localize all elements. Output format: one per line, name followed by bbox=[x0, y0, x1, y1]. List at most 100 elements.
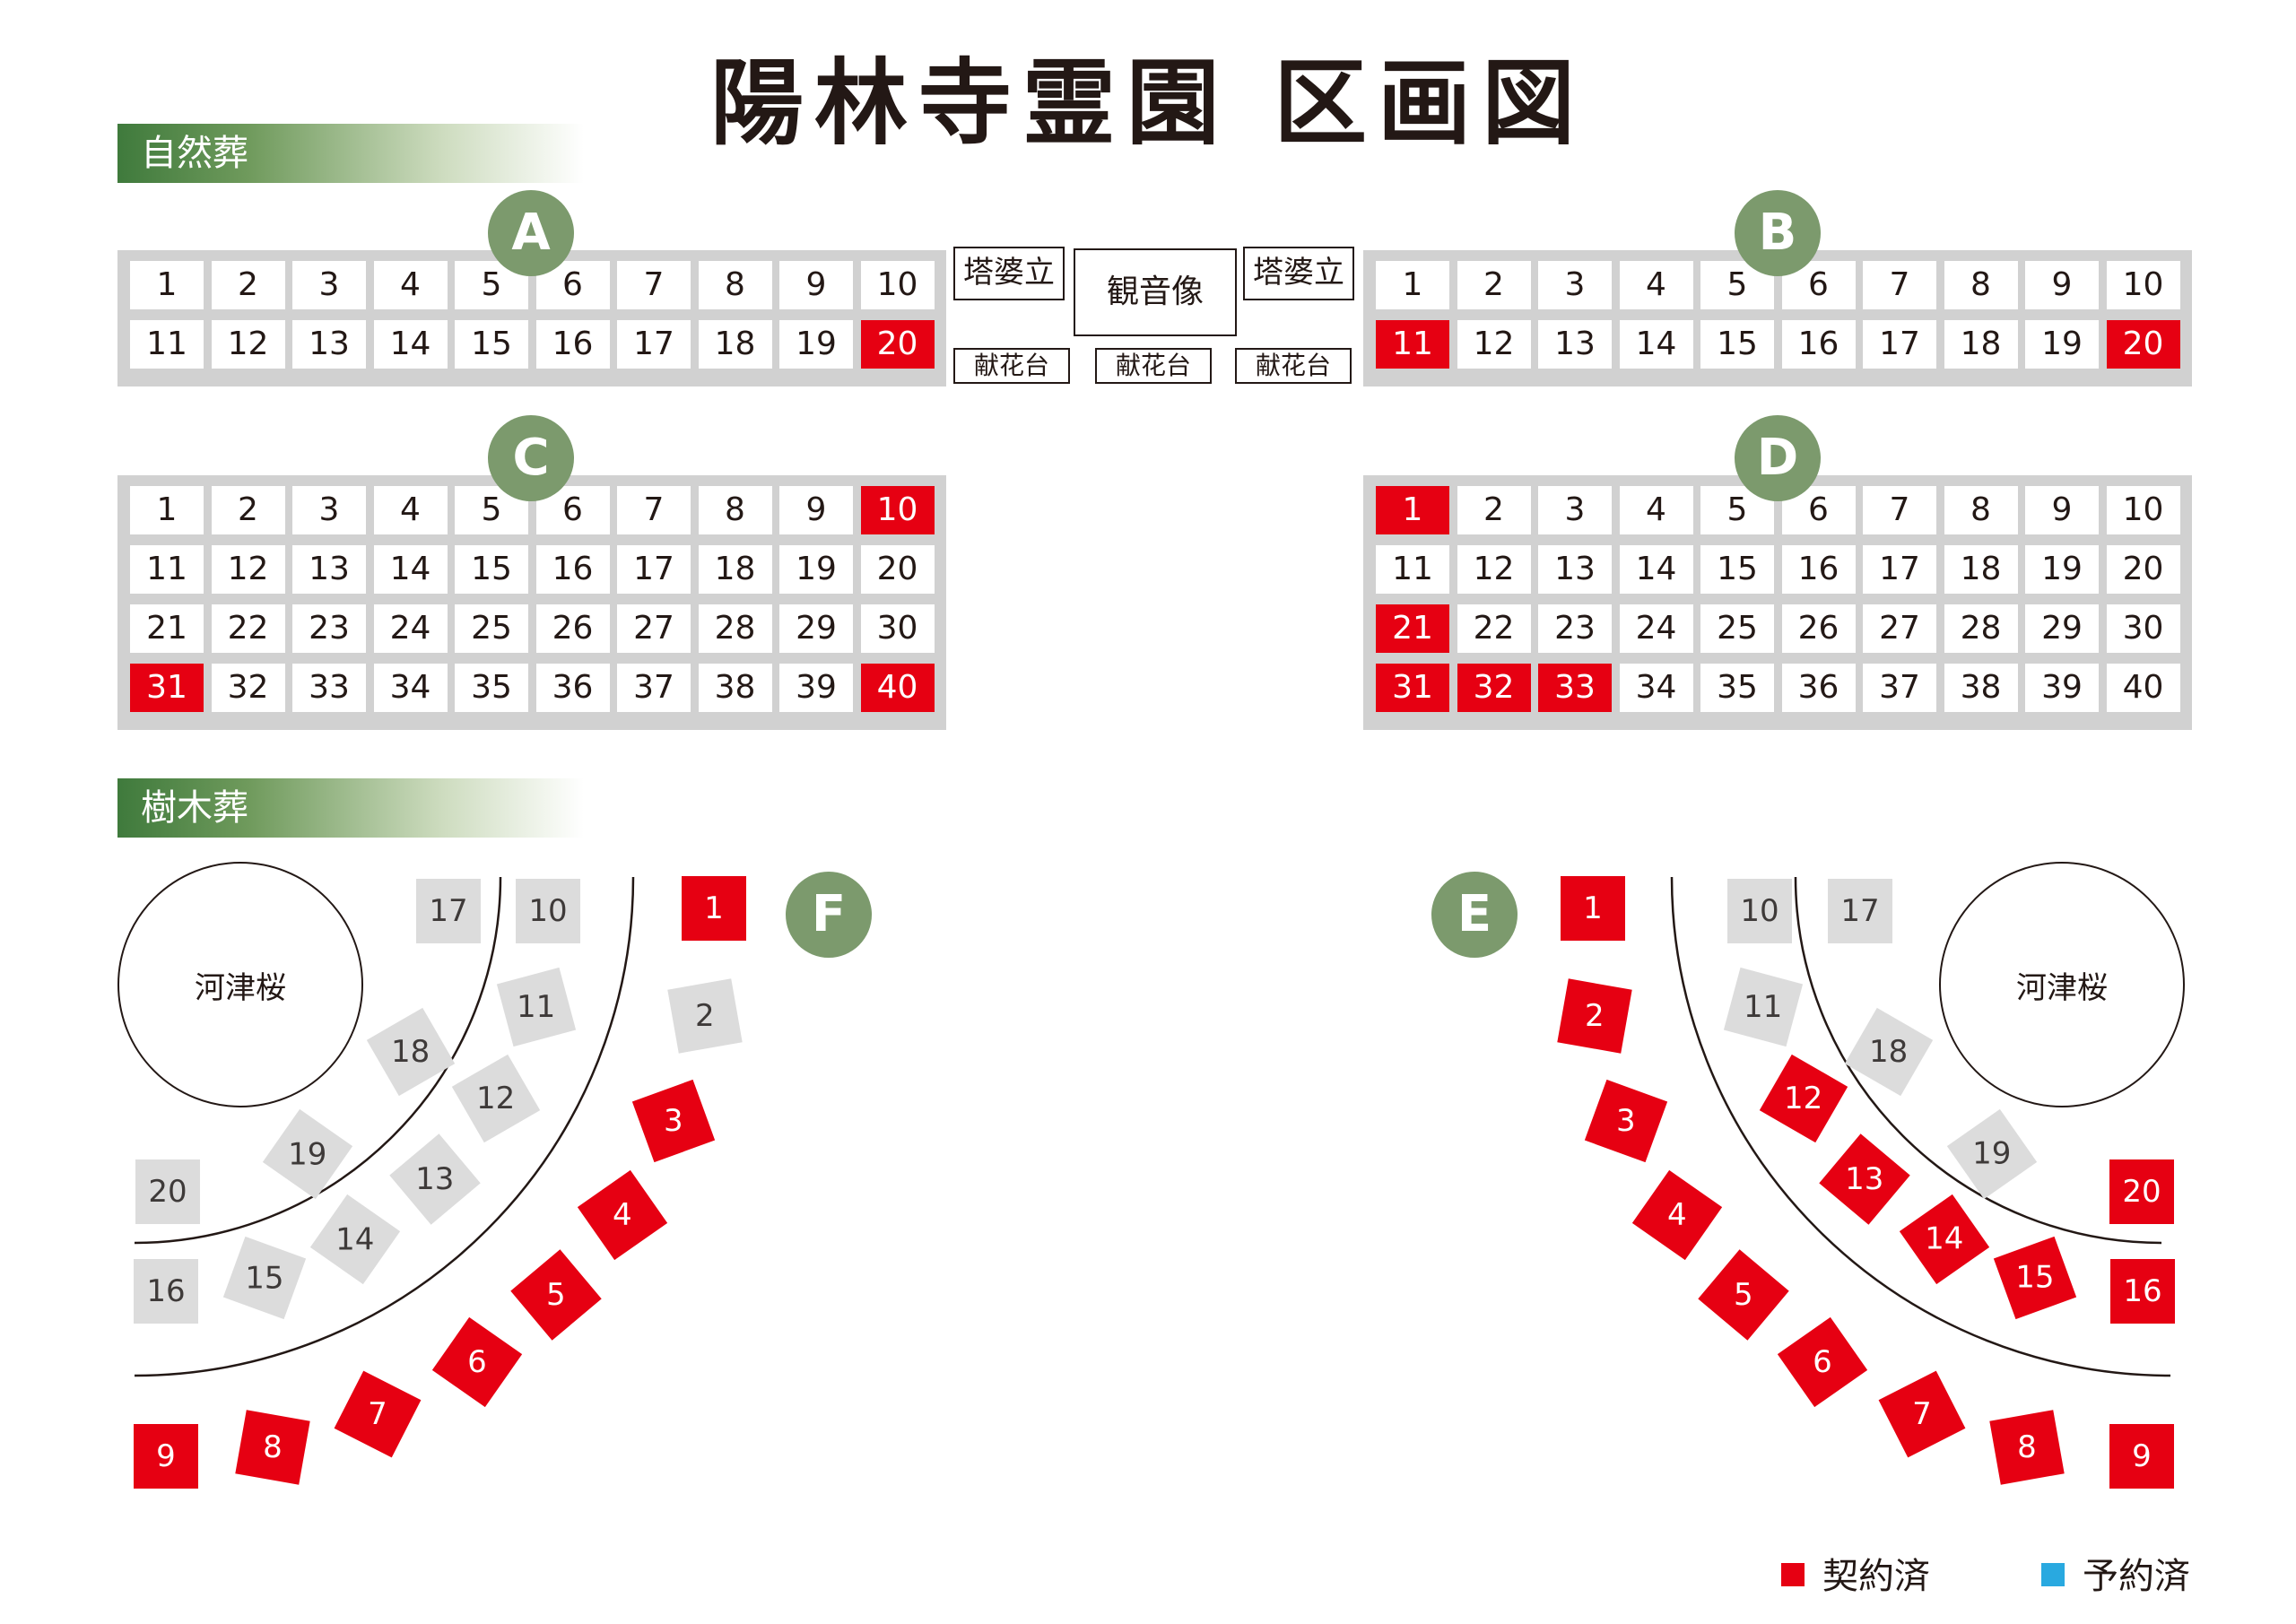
plot-c-37[interactable]: 37 bbox=[617, 664, 691, 712]
plot-d-10[interactable]: 10 bbox=[2106, 486, 2180, 534]
plot-d-32[interactable]: 32 bbox=[1457, 664, 1531, 712]
plot-c-7[interactable]: 7 bbox=[617, 486, 691, 534]
plot-d-4[interactable]: 4 bbox=[1619, 486, 1693, 534]
plot-a-12[interactable]: 12 bbox=[211, 320, 285, 369]
plot-d-11[interactable]: 11 bbox=[1376, 545, 1449, 594]
plot-d-13[interactable]: 13 bbox=[1538, 545, 1612, 594]
tree-plot-f-10[interactable]: 10 bbox=[516, 879, 580, 943]
tree-plot-e-2[interactable]: 2 bbox=[1557, 978, 1632, 1054]
plot-b-17[interactable]: 17 bbox=[1863, 320, 1936, 369]
plot-d-12[interactable]: 12 bbox=[1457, 545, 1531, 594]
tree-plot-e-16[interactable]: 16 bbox=[2110, 1259, 2175, 1324]
plot-d-29[interactable]: 29 bbox=[2025, 604, 2099, 653]
plot-d-26[interactable]: 26 bbox=[1781, 604, 1856, 653]
plot-d-20[interactable]: 20 bbox=[2106, 545, 2180, 594]
plot-c-21[interactable]: 21 bbox=[130, 604, 204, 653]
plot-c-14[interactable]: 14 bbox=[373, 545, 448, 594]
plot-d-17[interactable]: 17 bbox=[1863, 545, 1936, 594]
plot-b-20[interactable]: 20 bbox=[2106, 320, 2180, 369]
plot-a-15[interactable]: 15 bbox=[455, 320, 528, 369]
plot-b-4[interactable]: 4 bbox=[1619, 261, 1693, 309]
plot-d-37[interactable]: 37 bbox=[1863, 664, 1936, 712]
plot-c-25[interactable]: 25 bbox=[455, 604, 528, 653]
plot-d-9[interactable]: 9 bbox=[2025, 486, 2099, 534]
plot-c-19[interactable]: 19 bbox=[779, 545, 853, 594]
tree-plot-f-20[interactable]: 20 bbox=[135, 1159, 200, 1224]
plot-b-1[interactable]: 1 bbox=[1376, 261, 1449, 309]
plot-c-6[interactable]: 6 bbox=[535, 486, 610, 534]
plot-a-11[interactable]: 11 bbox=[130, 320, 204, 369]
plot-c-2[interactable]: 2 bbox=[211, 486, 285, 534]
plot-d-30[interactable]: 30 bbox=[2106, 604, 2180, 653]
plot-a-9[interactable]: 9 bbox=[779, 261, 853, 309]
plot-a-19[interactable]: 19 bbox=[779, 320, 853, 369]
plot-c-24[interactable]: 24 bbox=[373, 604, 448, 653]
plot-c-13[interactable]: 13 bbox=[292, 545, 366, 594]
plot-b-12[interactable]: 12 bbox=[1457, 320, 1531, 369]
plot-c-29[interactable]: 29 bbox=[779, 604, 853, 653]
plot-c-8[interactable]: 8 bbox=[698, 486, 772, 534]
plot-c-22[interactable]: 22 bbox=[211, 604, 285, 653]
plot-d-35[interactable]: 35 bbox=[1700, 664, 1774, 712]
plot-d-24[interactable]: 24 bbox=[1619, 604, 1693, 653]
plot-c-23[interactable]: 23 bbox=[292, 604, 366, 653]
plot-c-38[interactable]: 38 bbox=[698, 664, 772, 712]
plot-a-13[interactable]: 13 bbox=[292, 320, 366, 369]
plot-a-14[interactable]: 14 bbox=[373, 320, 448, 369]
plot-d-40[interactable]: 40 bbox=[2106, 664, 2180, 712]
plot-d-28[interactable]: 28 bbox=[1944, 604, 2018, 653]
plot-d-16[interactable]: 16 bbox=[1781, 545, 1856, 594]
plot-c-12[interactable]: 12 bbox=[211, 545, 285, 594]
plot-a-8[interactable]: 8 bbox=[698, 261, 772, 309]
plot-c-39[interactable]: 39 bbox=[779, 664, 853, 712]
plot-c-30[interactable]: 30 bbox=[860, 604, 935, 653]
plot-c-28[interactable]: 28 bbox=[698, 604, 772, 653]
plot-c-40[interactable]: 40 bbox=[860, 664, 935, 712]
plot-a-2[interactable]: 2 bbox=[211, 261, 285, 309]
plot-b-8[interactable]: 8 bbox=[1944, 261, 2018, 309]
plot-d-8[interactable]: 8 bbox=[1944, 486, 2018, 534]
plot-b-13[interactable]: 13 bbox=[1538, 320, 1612, 369]
tree-plot-e-17[interactable]: 17 bbox=[1828, 879, 1892, 943]
plot-b-16[interactable]: 16 bbox=[1781, 320, 1856, 369]
plot-c-20[interactable]: 20 bbox=[860, 545, 935, 594]
tree-plot-f-1[interactable]: 1 bbox=[682, 876, 746, 941]
plot-c-16[interactable]: 16 bbox=[535, 545, 610, 594]
plot-d-14[interactable]: 14 bbox=[1619, 545, 1693, 594]
plot-c-33[interactable]: 33 bbox=[292, 664, 366, 712]
tree-plot-e-10[interactable]: 10 bbox=[1727, 879, 1792, 943]
plot-d-18[interactable]: 18 bbox=[1944, 545, 2018, 594]
plot-d-3[interactable]: 3 bbox=[1538, 486, 1612, 534]
plot-c-26[interactable]: 26 bbox=[535, 604, 610, 653]
plot-a-18[interactable]: 18 bbox=[698, 320, 772, 369]
plot-d-23[interactable]: 23 bbox=[1538, 604, 1612, 653]
plot-b-19[interactable]: 19 bbox=[2025, 320, 2099, 369]
plot-c-34[interactable]: 34 bbox=[373, 664, 448, 712]
plot-c-15[interactable]: 15 bbox=[455, 545, 528, 594]
plot-c-27[interactable]: 27 bbox=[617, 604, 691, 653]
plot-d-21[interactable]: 21 bbox=[1376, 604, 1449, 653]
plot-c-10[interactable]: 10 bbox=[860, 486, 935, 534]
tree-plot-f-2[interactable]: 2 bbox=[667, 978, 743, 1054]
tree-plot-f-16[interactable]: 16 bbox=[134, 1259, 198, 1324]
plot-b-18[interactable]: 18 bbox=[1944, 320, 2018, 369]
plot-d-2[interactable]: 2 bbox=[1457, 486, 1531, 534]
plot-d-38[interactable]: 38 bbox=[1944, 664, 2018, 712]
plot-c-3[interactable]: 3 bbox=[292, 486, 366, 534]
tree-plot-f-9[interactable]: 9 bbox=[134, 1424, 198, 1489]
plot-c-4[interactable]: 4 bbox=[373, 486, 448, 534]
tree-plot-e-1[interactable]: 1 bbox=[1561, 876, 1625, 941]
plot-a-3[interactable]: 3 bbox=[292, 261, 366, 309]
plot-b-2[interactable]: 2 bbox=[1457, 261, 1531, 309]
plot-b-7[interactable]: 7 bbox=[1863, 261, 1936, 309]
plot-c-31[interactable]: 31 bbox=[130, 664, 204, 712]
plot-d-27[interactable]: 27 bbox=[1863, 604, 1936, 653]
plot-c-35[interactable]: 35 bbox=[455, 664, 528, 712]
plot-c-11[interactable]: 11 bbox=[130, 545, 204, 594]
plot-c-36[interactable]: 36 bbox=[535, 664, 610, 712]
tree-plot-f-17[interactable]: 17 bbox=[416, 879, 481, 943]
plot-a-20[interactable]: 20 bbox=[860, 320, 935, 369]
plot-b-11[interactable]: 11 bbox=[1376, 320, 1449, 369]
plot-c-32[interactable]: 32 bbox=[211, 664, 285, 712]
plot-d-36[interactable]: 36 bbox=[1781, 664, 1856, 712]
